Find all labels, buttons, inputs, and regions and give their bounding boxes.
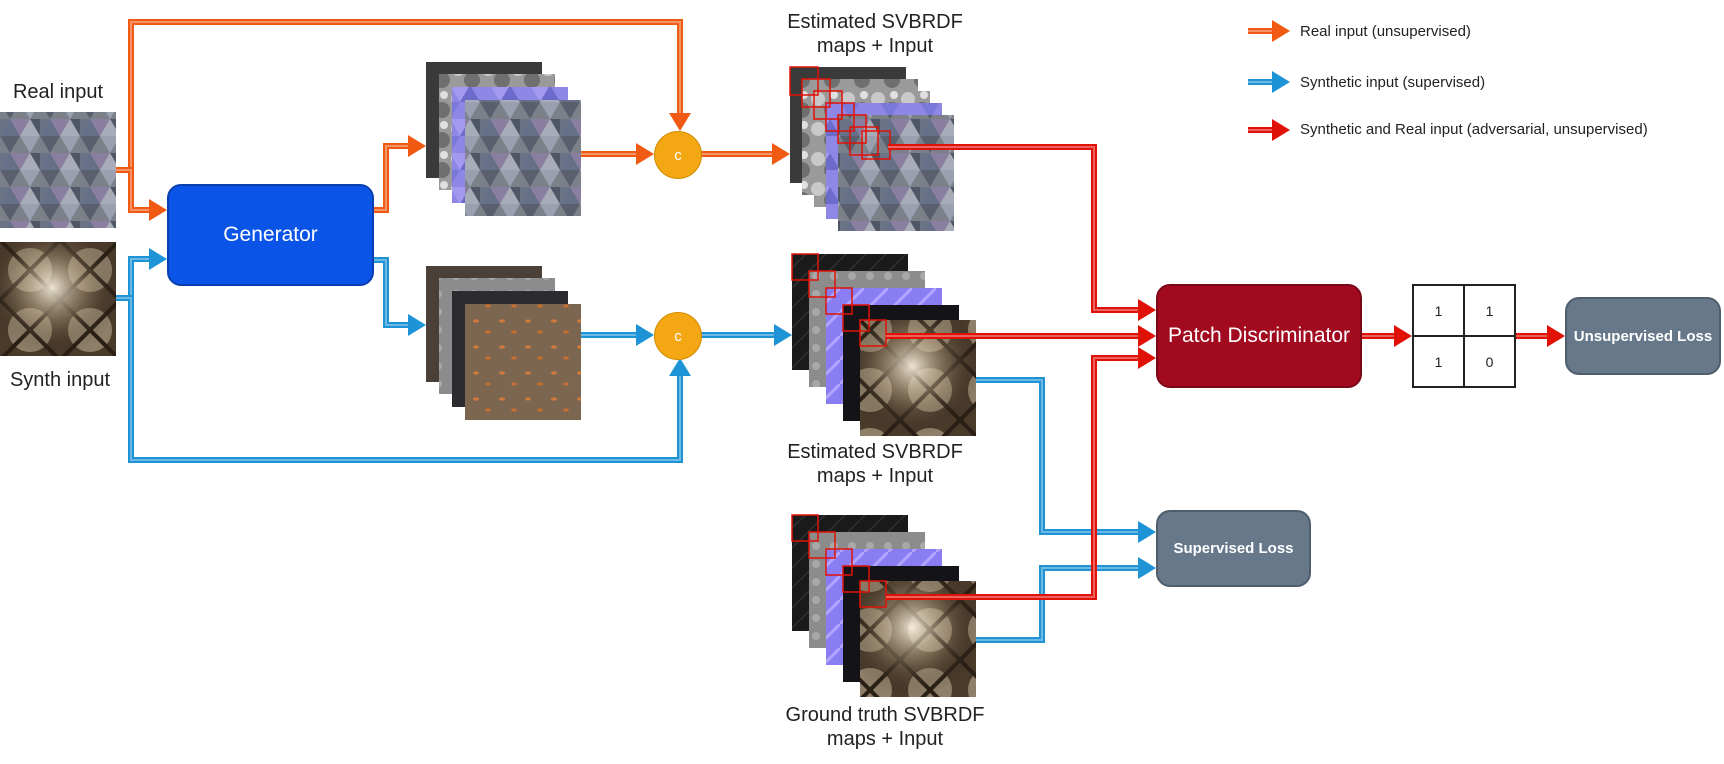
estimated-mid-line-2: maps + Input xyxy=(816,465,934,487)
estimated-mid-line-1: Estimated SVBRDF xyxy=(787,441,963,463)
legend-arrow-2 xyxy=(1248,119,1290,141)
arrow-grid-to-unsupervised-loss xyxy=(1516,325,1565,347)
ground-truth-maps-stack xyxy=(791,514,976,697)
arrow-concat-to-estimated-mid xyxy=(700,324,792,346)
concat-node-real: c xyxy=(654,131,702,179)
estimated-maps-synth-stack xyxy=(791,253,976,436)
estimated-mid-label: Estimated SVBRDF maps + Input xyxy=(770,440,980,488)
arrow-estimated-to-supervised-loss xyxy=(976,377,1156,543)
connection-arrows xyxy=(116,19,1565,643)
arrow-estimated-mid-to-discriminator xyxy=(886,325,1156,347)
arrow-real-maps-to-concat xyxy=(581,143,654,165)
grid-cell: 1 xyxy=(1464,285,1515,336)
discriminator-output-grid: 1 1 1 0 xyxy=(1412,284,1516,388)
real-input-image xyxy=(0,112,116,228)
legend-arrow-1 xyxy=(1248,71,1290,93)
arrow-generator-to-synth-maps xyxy=(374,257,426,336)
legend-real-label: Real input (unsupervised) xyxy=(1300,23,1471,40)
legend-synthetic-label: Synthetic input (supervised) xyxy=(1300,74,1486,91)
estimated-top-label: Estimated SVBRDF maps + Input xyxy=(770,10,980,58)
supervised-loss-node: Supervised Loss xyxy=(1156,510,1311,587)
real-input-label: Real input xyxy=(12,81,104,103)
arrow-estimated-top-to-discriminator xyxy=(888,144,1156,321)
concat-node-synth: c xyxy=(654,312,702,360)
unsupervised-loss-node: Unsupervised Loss xyxy=(1565,297,1721,375)
arrow-groundtruth-to-discriminator xyxy=(886,347,1156,600)
arrow-synth-to-concat xyxy=(116,295,691,463)
grid-cell: 1 xyxy=(1413,285,1464,336)
arrow-synth-to-generator xyxy=(116,248,167,301)
estimated-maps-real-stack xyxy=(789,66,954,231)
generated-maps-synth-stack xyxy=(426,266,581,420)
generated-maps-real-stack xyxy=(426,62,581,216)
synth-input-image xyxy=(0,242,116,356)
patch-discriminator-node: Patch Discriminator xyxy=(1156,284,1362,388)
ground-truth-line-1: Ground truth SVBRDF xyxy=(785,704,985,726)
arrow-generator-to-real-maps xyxy=(374,135,426,213)
legend-arrow-0 xyxy=(1248,20,1290,42)
grid-cell: 0 xyxy=(1464,336,1515,387)
estimated-top-line-1: Estimated SVBRDF xyxy=(787,11,963,33)
synth-input-label: Synth input xyxy=(9,369,111,391)
arrow-synth-maps-to-concat xyxy=(581,324,654,346)
arrow-discriminator-to-grid xyxy=(1362,325,1412,347)
ground-truth-line-2: maps + Input xyxy=(826,728,944,750)
generator-node: Generator xyxy=(167,184,374,286)
ground-truth-label: Ground truth SVBRDF maps + Input xyxy=(765,703,1005,751)
legend-adversarial-label: Synthetic and Real input (adversarial, u… xyxy=(1300,121,1648,138)
arrow-real-to-generator xyxy=(116,167,167,221)
arrow-concat-to-estimated-top xyxy=(700,143,790,165)
grid-cell: 1 xyxy=(1413,336,1464,387)
estimated-top-line-2: maps + Input xyxy=(816,35,934,57)
